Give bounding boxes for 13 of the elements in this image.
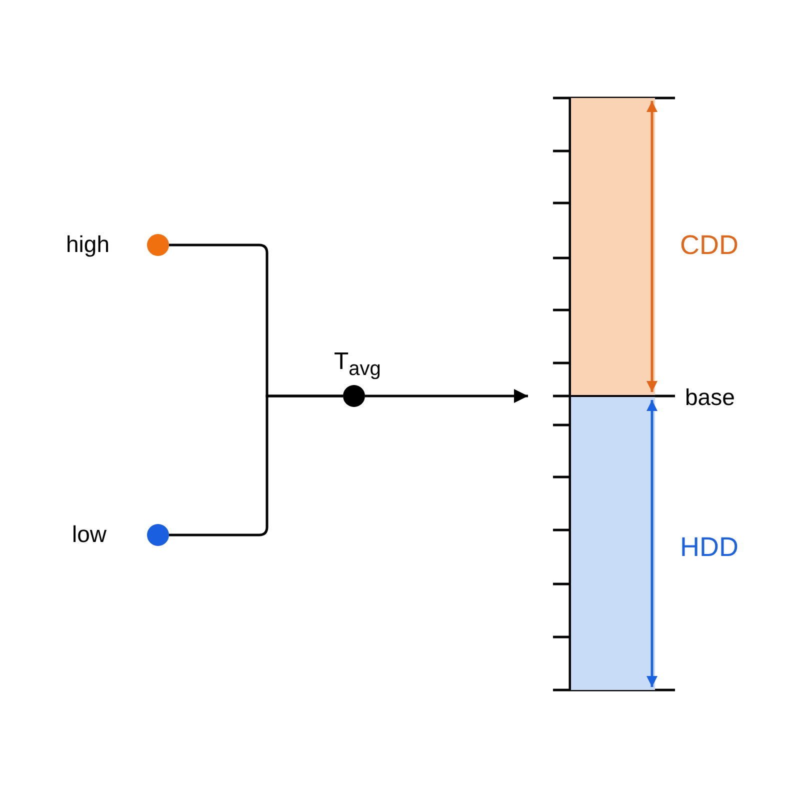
point-label: high (66, 233, 110, 256)
point-dot (147, 234, 169, 256)
baseline-label: base (685, 386, 735, 409)
range-label: CDD (680, 232, 738, 259)
arrow (365, 389, 528, 403)
point-dot (343, 385, 365, 407)
point-label: T$_{avg}$ (334, 350, 381, 379)
range-label: HDD (680, 534, 738, 561)
point-label: low (72, 523, 107, 546)
connector-line (169, 394, 343, 536)
range-band (571, 397, 655, 690)
range-band (571, 98, 655, 395)
point-dot (147, 524, 169, 546)
